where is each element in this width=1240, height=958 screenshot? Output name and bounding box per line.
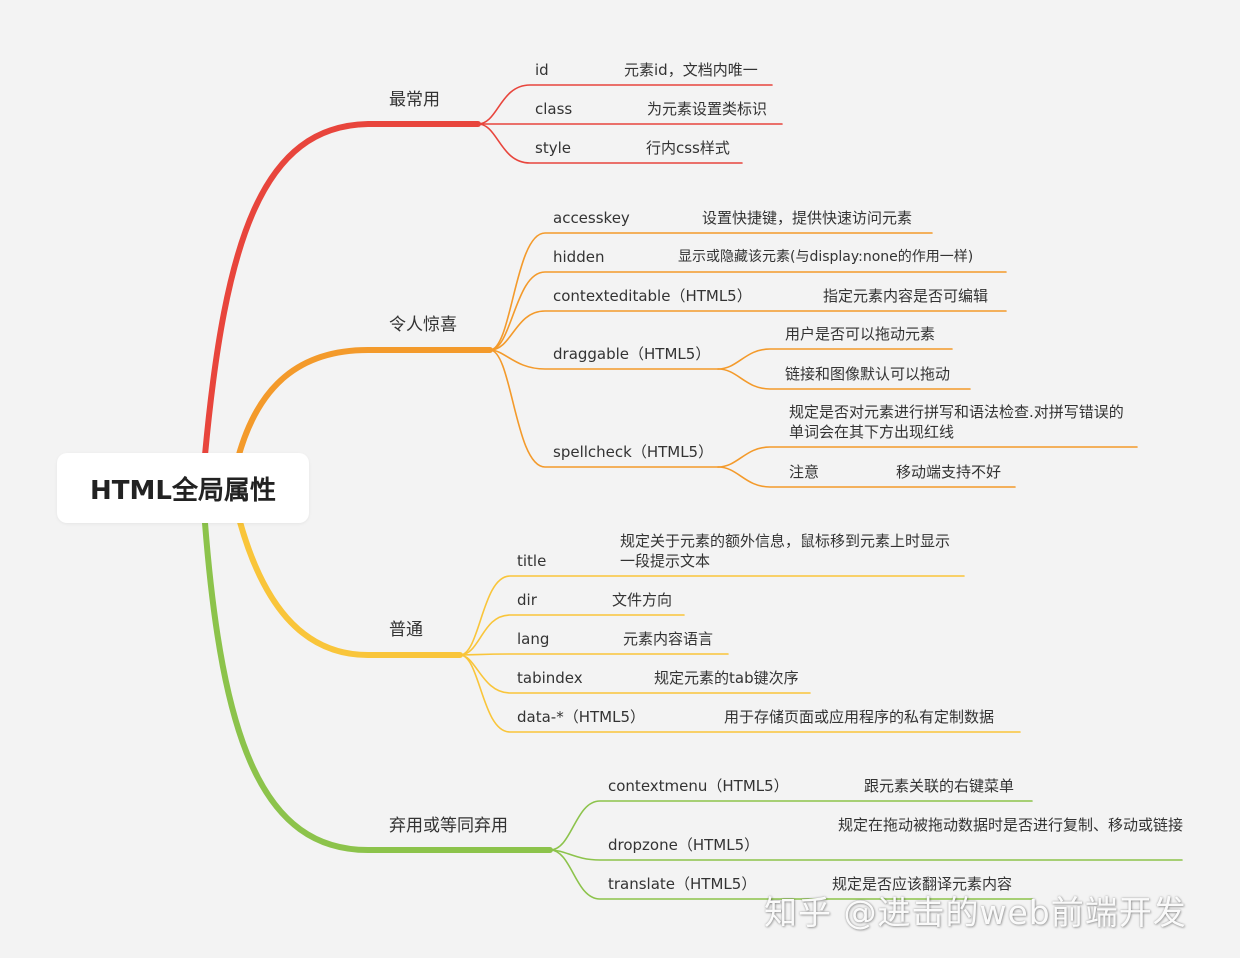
connector-yellow [237,519,463,658]
attr-desc: 规定关于元素的额外信息，鼠标移到元素上时显示一段提示文本 [620,532,951,570]
connector-hidden [489,271,1007,351]
attr-desc: 链接和图像默认可以拖动 [785,365,951,383]
branch-deprecated[interactable]: 弃用或等同弃用 [389,816,508,836]
attr-name[interactable]: id [535,61,549,79]
attr-name[interactable]: spellcheck（HTML5） [553,443,714,461]
attr-desc: 元素id，文档内唯一 [624,61,758,79]
attr-desc: 规定在拖动被拖动数据时是否进行复制、移动或链接 [838,816,1184,834]
connector-orange [235,347,493,461]
connector-green [202,520,553,853]
connector-style [477,123,743,164]
branch-most-used[interactable]: 最常用 [389,90,440,110]
root-label: HTML全局属性 [90,475,276,506]
attr-name[interactable]: accesskey [553,209,630,227]
connector-red [202,121,481,458]
attr-name[interactable]: dropzone（HTML5） [608,836,760,854]
attr-desc: 移动端支持不好 [896,463,1002,481]
attr-desc: 规定元素的tab键次序 [654,669,799,687]
attr-name[interactable]: tabindex [517,669,583,687]
connector-id [477,84,773,125]
attr-name[interactable]: contexteditable（HTML5） [553,287,752,305]
attr-desc: 跟元素关联的右键菜单 [864,777,1015,795]
connector-contexteditable [489,310,1007,351]
connector-drag-sub1 [717,348,953,370]
attr-desc: 为元素设置类标识 [647,100,768,118]
attr-desc: 显示或隐藏该元素(与display:none的作用一样) [678,249,974,265]
connector-accesskey [489,232,933,351]
connector-title [459,575,965,656]
attr-name[interactable]: data-*（HTML5） [517,708,645,726]
attr-desc: 元素内容语言 [623,630,714,648]
attr-name[interactable]: dir [517,591,537,609]
attr-name[interactable]: class [535,100,573,118]
connector-translate [549,849,1033,900]
attr-name[interactable]: hidden [553,248,605,266]
branch-common[interactable]: 普通 [389,620,423,640]
attr-desc: 用户是否可以拖动元素 [785,325,936,343]
attr-desc: 用于存储页面或应用程序的私有定制数据 [724,708,995,726]
attr-desc: 文件方向 [612,591,673,609]
attr-desc: 行内css样式 [646,139,730,157]
connector-draggable [489,349,719,370]
connector-lang [459,653,729,656]
attr-name[interactable]: style [535,139,571,157]
root-node[interactable]: HTML全局属性 [57,453,309,523]
attr-desc: 规定是否对元素进行拼写和语法检查.对拼写错误的单词会在其下方出现红线 [789,403,1124,441]
connector-drag-sub2 [717,368,971,390]
attr-name[interactable]: draggable（HTML5） [553,345,711,363]
connector-data [459,654,1021,733]
attr-name[interactable]: translate（HTML5） [608,875,757,893]
attr-name[interactable]: title [517,552,547,570]
attr-desc: 规定是否应该翻译元素内容 [832,875,1013,893]
attr-name[interactable]: contextmenu（HTML5） [608,777,789,795]
note-label: 注意 [789,463,820,481]
connector-spell-sub1 [717,446,1138,468]
branch-surprising[interactable]: 令人惊喜 [389,315,457,335]
connector-spellcheck [489,349,719,468]
attr-name[interactable]: lang [517,630,550,648]
connector-dir [459,614,685,656]
connector-spell-note [717,466,1016,488]
connector-contextmenu [549,800,1033,851]
attr-desc: 设置快捷键，提供快速访问元素 [702,209,913,227]
watermark: 知乎 @进击的web前端开发 [764,893,1187,932]
attr-desc: 指定元素内容是否可编辑 [823,287,989,305]
